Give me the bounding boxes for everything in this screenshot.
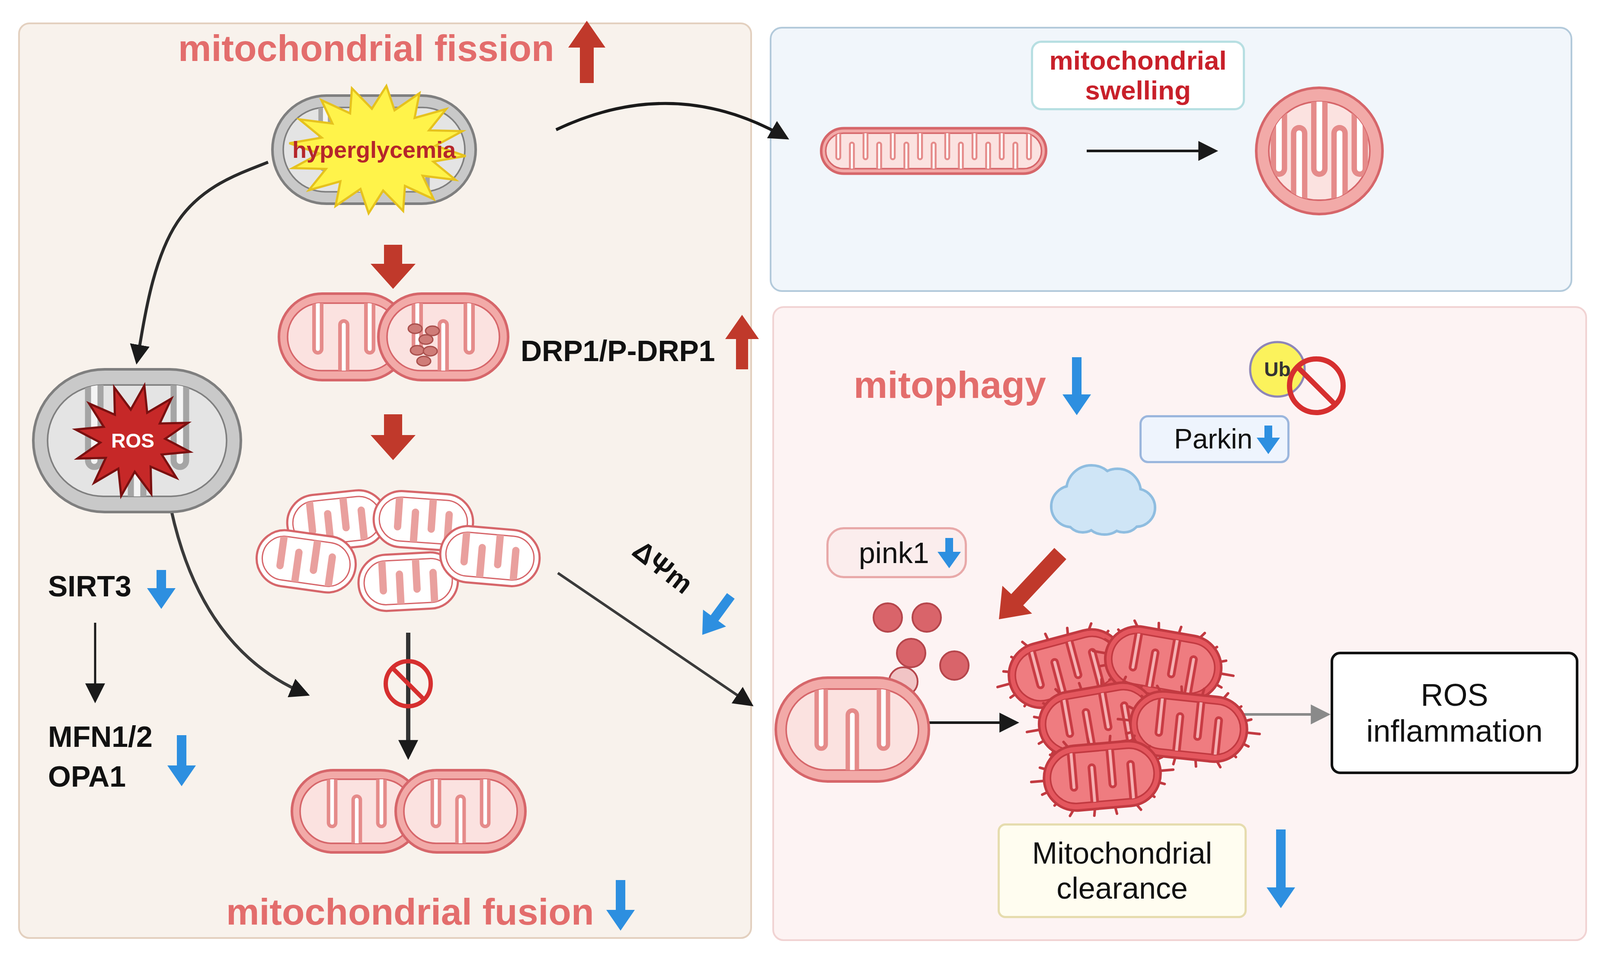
box-label: ROS inflammation (1341, 677, 1568, 749)
ros-star (75, 385, 191, 496)
mitophagy-panel: mitophagy UbParkin pink1ROS inflammationMi… (772, 306, 1588, 941)
cristae-core (1279, 101, 1360, 201)
panel-heading: mitochondrial fusion (226, 890, 594, 934)
outer-membrane (1256, 87, 1383, 215)
protein-label: Parkin (1174, 423, 1253, 456)
cristae (838, 133, 1030, 169)
prohibition-sign (1289, 358, 1344, 413)
protein-label: MFN1/2 OPA1 (48, 716, 178, 797)
protein-label: DRP1/P-DRP1 (520, 333, 716, 368)
cristae (1279, 101, 1360, 201)
cristae-group (1279, 101, 1360, 201)
box-label: Mitochondrial clearance (1008, 835, 1236, 906)
swelling-box: mitochondrial swelling (1030, 40, 1245, 111)
ubiquitin-circle: Ub (1248, 340, 1306, 398)
flow-arrow (1086, 149, 1215, 153)
decrease-arrow (937, 537, 961, 569)
mitochondrion (1256, 87, 1383, 215)
ubiquitin-label: Ub (1264, 358, 1291, 381)
clearance-box: Mitochondrial clearance (997, 823, 1247, 919)
prohibition-ring (1289, 358, 1344, 413)
stress-label: hyperglycemia (292, 136, 456, 164)
panel-heading: mitochondrial fission (178, 26, 555, 70)
panel-heading: mitophagy (853, 362, 1047, 407)
outcome-box: ROS inflammation (1330, 651, 1579, 775)
protein-label: SIRT3 (48, 569, 132, 603)
ubiquitin-disc (1250, 342, 1305, 397)
ros-label: ROS (111, 429, 155, 453)
inner-membrane (1268, 101, 1370, 201)
cristae-core (838, 133, 1030, 169)
swelling-panel (770, 27, 1572, 292)
hyperglycemia-mitochondrion: hyperglycemia (268, 86, 480, 213)
ros-mitochondrion: ROS (28, 360, 246, 521)
outer-membrane (33, 369, 241, 512)
flow-arrow (137, 162, 269, 361)
mitochondrion (821, 128, 1047, 174)
prohibition-slash (1297, 366, 1336, 405)
protein-box: Parkin (1139, 415, 1290, 464)
protein-box: pink1 (826, 527, 967, 579)
mitochondrion (33, 369, 241, 512)
protein-label: pink1 (858, 535, 930, 570)
outer-membrane (821, 128, 1047, 174)
inner-membrane (825, 133, 1042, 169)
cristae-group (838, 133, 1030, 169)
box-label: mitochondrial swelling (1033, 45, 1243, 105)
decrease-arrow (1256, 425, 1280, 455)
fission-fusion-panel: mitochondrial fission mitochondrial fusio… (18, 22, 752, 939)
starburst (289, 86, 466, 214)
